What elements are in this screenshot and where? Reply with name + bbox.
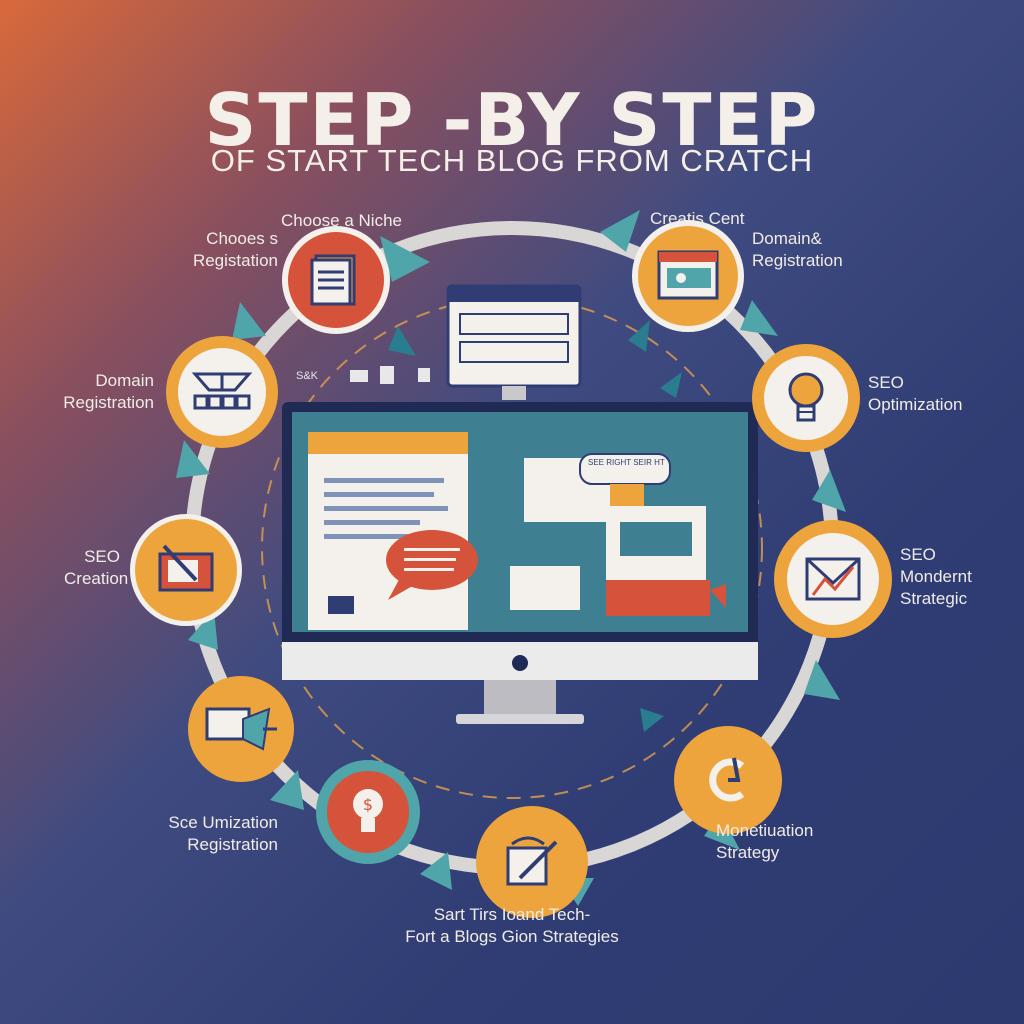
step-label-9: Sart Tirs Ioand Tech- Fort a Blogs Gion … — [405, 905, 619, 946]
screen-bubble-text: SEE RIGHT SEIR HT — [588, 458, 665, 467]
step-node-monetization — [674, 726, 782, 834]
step-label-5: SEO Creation — [64, 547, 129, 588]
step-label-3: Domain Registration — [63, 371, 154, 412]
step-node-choose-niche — [282, 226, 390, 334]
step-label-8: Monetiuation Strategy — [716, 821, 814, 862]
step-label-4: SEO Optimization — [868, 373, 963, 414]
step-label-1b: Chooes s Registation — [192, 229, 278, 270]
step-node-start-blog — [476, 806, 588, 918]
step-node-seo-strategic — [774, 520, 892, 638]
top-small-label: S&K — [296, 370, 319, 382]
currency-icon — [709, 757, 745, 802]
step-node-ideas: $ — [316, 760, 420, 864]
step-node-sce-umization — [188, 676, 294, 782]
step-node-domain — [166, 336, 278, 448]
svg-text:$: $ — [363, 795, 373, 814]
step-node-seo-creation — [130, 514, 242, 626]
edit-document-icon — [506, 836, 558, 886]
megaphone-icon — [205, 707, 277, 751]
step-node-seo-optimization — [752, 344, 860, 452]
step-label-2b: Domain& Registration — [752, 229, 843, 270]
title: STEP -BY STEP — [204, 78, 820, 162]
subtitle: OF START TECH BLOG FROM CRATCH — [210, 143, 814, 178]
step-label-6: SEO Mondernt Strategic — [900, 545, 972, 608]
document-icon — [310, 254, 356, 306]
folder-pen-icon — [158, 544, 214, 592]
sitemap-icon — [191, 372, 253, 410]
step-label-7: Sce Umization Registration — [168, 813, 278, 854]
lightbulb-icon — [788, 372, 824, 422]
browser-window-icon — [657, 250, 719, 300]
desktop-monitor — [282, 284, 758, 724]
chart-envelope-icon — [805, 557, 861, 601]
step-node-create-content — [632, 220, 744, 332]
step-label-1: Choose a Niche — [281, 211, 402, 230]
step-label-2: Creatis Cent — [650, 209, 745, 228]
idea-bulb-icon: $ — [352, 788, 383, 832]
